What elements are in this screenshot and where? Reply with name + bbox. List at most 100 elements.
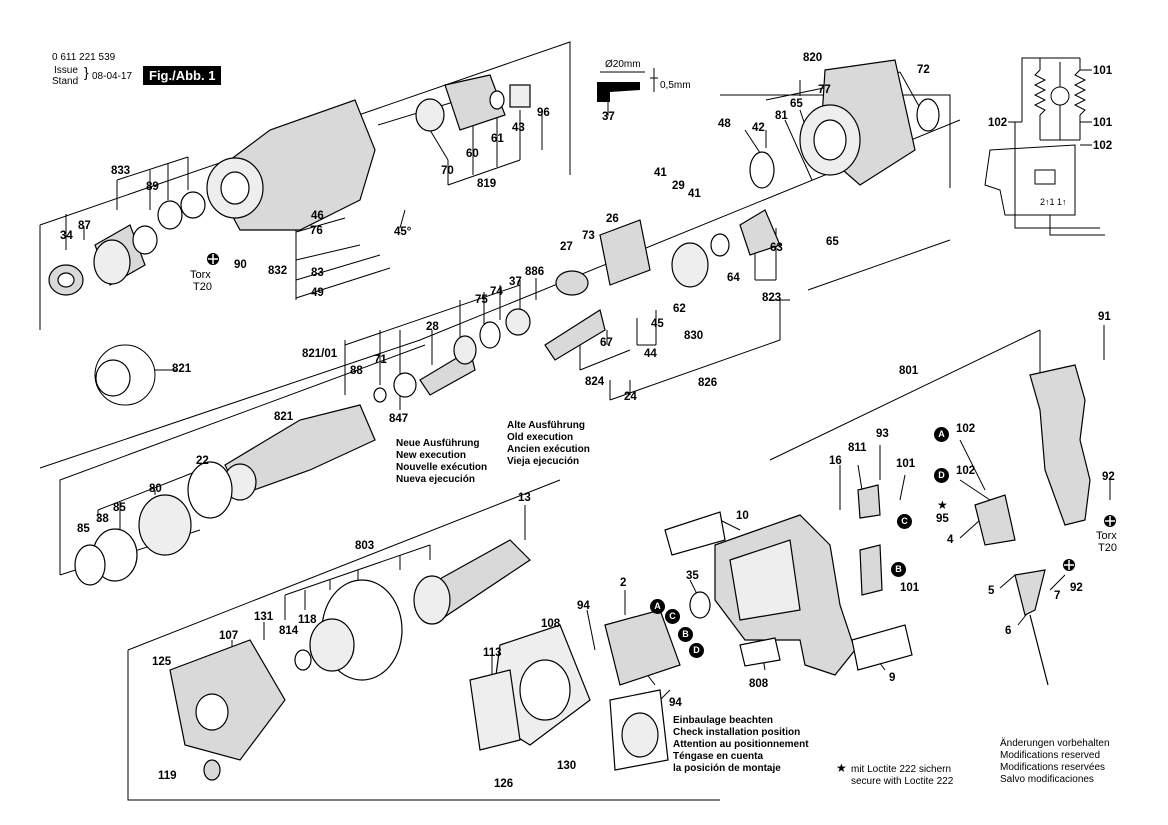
part-label: 37 [509, 276, 522, 288]
torx-size: T20 [193, 281, 212, 293]
part-label: 7 [1054, 590, 1061, 602]
part-label: 22 [196, 455, 209, 467]
part-label: 64 [727, 272, 740, 284]
part-label: 44 [644, 348, 657, 360]
part-label: 847 [389, 413, 409, 425]
part-label: 10 [736, 510, 749, 522]
part-label: 819 [477, 178, 497, 190]
part-label: 77 [818, 84, 831, 96]
part-label: 28 [426, 321, 439, 333]
part-label: 49 [311, 287, 324, 299]
part-label: 102 [1093, 140, 1113, 152]
torx-label: Torx [1096, 530, 1117, 542]
part-label: 24 [624, 391, 637, 403]
part-label: 107 [219, 630, 239, 642]
part-label: 126 [494, 778, 514, 790]
marker-circle: A [934, 427, 949, 442]
part-label: 35 [686, 570, 699, 582]
torx-label: Torx [190, 269, 211, 281]
marker-circle: C [665, 609, 680, 624]
install-note-es-2: la posición de montaje [673, 763, 781, 774]
part-label: 821 [274, 411, 294, 423]
part-label: 91 [1098, 311, 1111, 323]
part-label: 2 [620, 577, 627, 589]
part-label: 5 [988, 585, 995, 597]
part-label: 833 [111, 165, 131, 177]
part-label: 76 [310, 225, 323, 237]
part-label: 72 [917, 64, 930, 76]
part-label: 43 [512, 122, 525, 134]
part-label: 67 [600, 337, 613, 349]
part-label: 821/01 [302, 348, 338, 360]
part-label: 820 [803, 52, 823, 64]
part-label: 113 [483, 647, 502, 659]
part-label: 63 [770, 242, 783, 254]
part-label: 102 [988, 117, 1008, 129]
part-label: 41 [688, 188, 701, 200]
stand-label: Stand [52, 76, 79, 87]
part-label: 80 [149, 483, 162, 495]
part-label: 41 [654, 167, 667, 179]
part-label: 85 [77, 523, 90, 535]
new-execution-es: Nueva ejecución [396, 474, 475, 485]
new-execution-en: New execution [396, 450, 467, 461]
part-label: 29 [672, 180, 685, 192]
loctite-note-de: mit Loctite 222 sichern [851, 764, 952, 775]
part-label: 826 [698, 377, 718, 389]
part-label: 119 [158, 770, 177, 782]
torx-size: T20 [1098, 542, 1117, 554]
part-label: 74 [490, 286, 503, 298]
modifications-es: Salvo modificaciones [1000, 774, 1094, 785]
brace: } [84, 64, 89, 80]
part-label: 70 [441, 165, 454, 177]
part-label: 131 [254, 611, 274, 623]
install-note-es-1: Téngase en cuenta [673, 751, 764, 762]
old-execution-de: Alte Ausführung [507, 420, 585, 431]
figure-title: Fig./Abb. 1 [143, 66, 222, 85]
part-label: 94 [577, 600, 590, 612]
part-label: 85 [113, 502, 126, 514]
part-label: 75 [475, 294, 488, 306]
part-label: 95 [936, 513, 949, 525]
install-note-de: Einbaulage beachten [673, 715, 774, 726]
part-label-821-inset: 821 [172, 363, 192, 375]
loctite-note-en: secure with Loctite 222 [851, 776, 954, 787]
old-execution-fr: Ancien exécution [507, 444, 590, 455]
part-label: 34 [60, 230, 73, 242]
part-label: 88 [350, 365, 363, 377]
part-label: 6 [1005, 625, 1012, 637]
part-label: 118 [298, 614, 317, 626]
part-label: 48 [718, 118, 731, 130]
part-label: 830 [684, 330, 704, 342]
part-label: 824 [585, 376, 605, 388]
part-label: 101 [1093, 117, 1113, 129]
part-label: 38 [96, 513, 109, 525]
part-label: 101 [900, 582, 920, 594]
old-execution-es: Vieja ejecución [507, 456, 580, 467]
part-label: 93 [876, 428, 889, 440]
part-label: 811 [848, 442, 867, 454]
part-label: 45 [651, 318, 664, 330]
switch-terminals: 2↑1 1↑ [1040, 197, 1067, 207]
marker-circle: A [650, 599, 665, 614]
issue-date: 08-04-17 [92, 71, 133, 82]
part-label: 823 [762, 292, 782, 304]
marker-circle: B [891, 562, 906, 577]
part-label: 808 [749, 678, 769, 690]
loctite-star-95: ★ [937, 498, 948, 512]
part-label: 101 [896, 458, 916, 470]
new-execution-de: Neue Ausführung [396, 438, 480, 449]
part-label: 81 [775, 110, 788, 122]
part-label: 60 [466, 148, 479, 160]
issue-label: Issue [54, 65, 78, 76]
part-label: 83 [311, 267, 324, 279]
part-label: 94 [669, 697, 682, 709]
part-label: 13 [518, 492, 531, 504]
new-execution-fr: Nouvelle exécution [396, 462, 488, 473]
marker-circle: D [689, 643, 704, 658]
install-note-fr: Attention au positionnement [673, 739, 809, 750]
modifications-fr: Modifications reservées [1000, 762, 1106, 773]
part-label: 46 [311, 210, 324, 222]
